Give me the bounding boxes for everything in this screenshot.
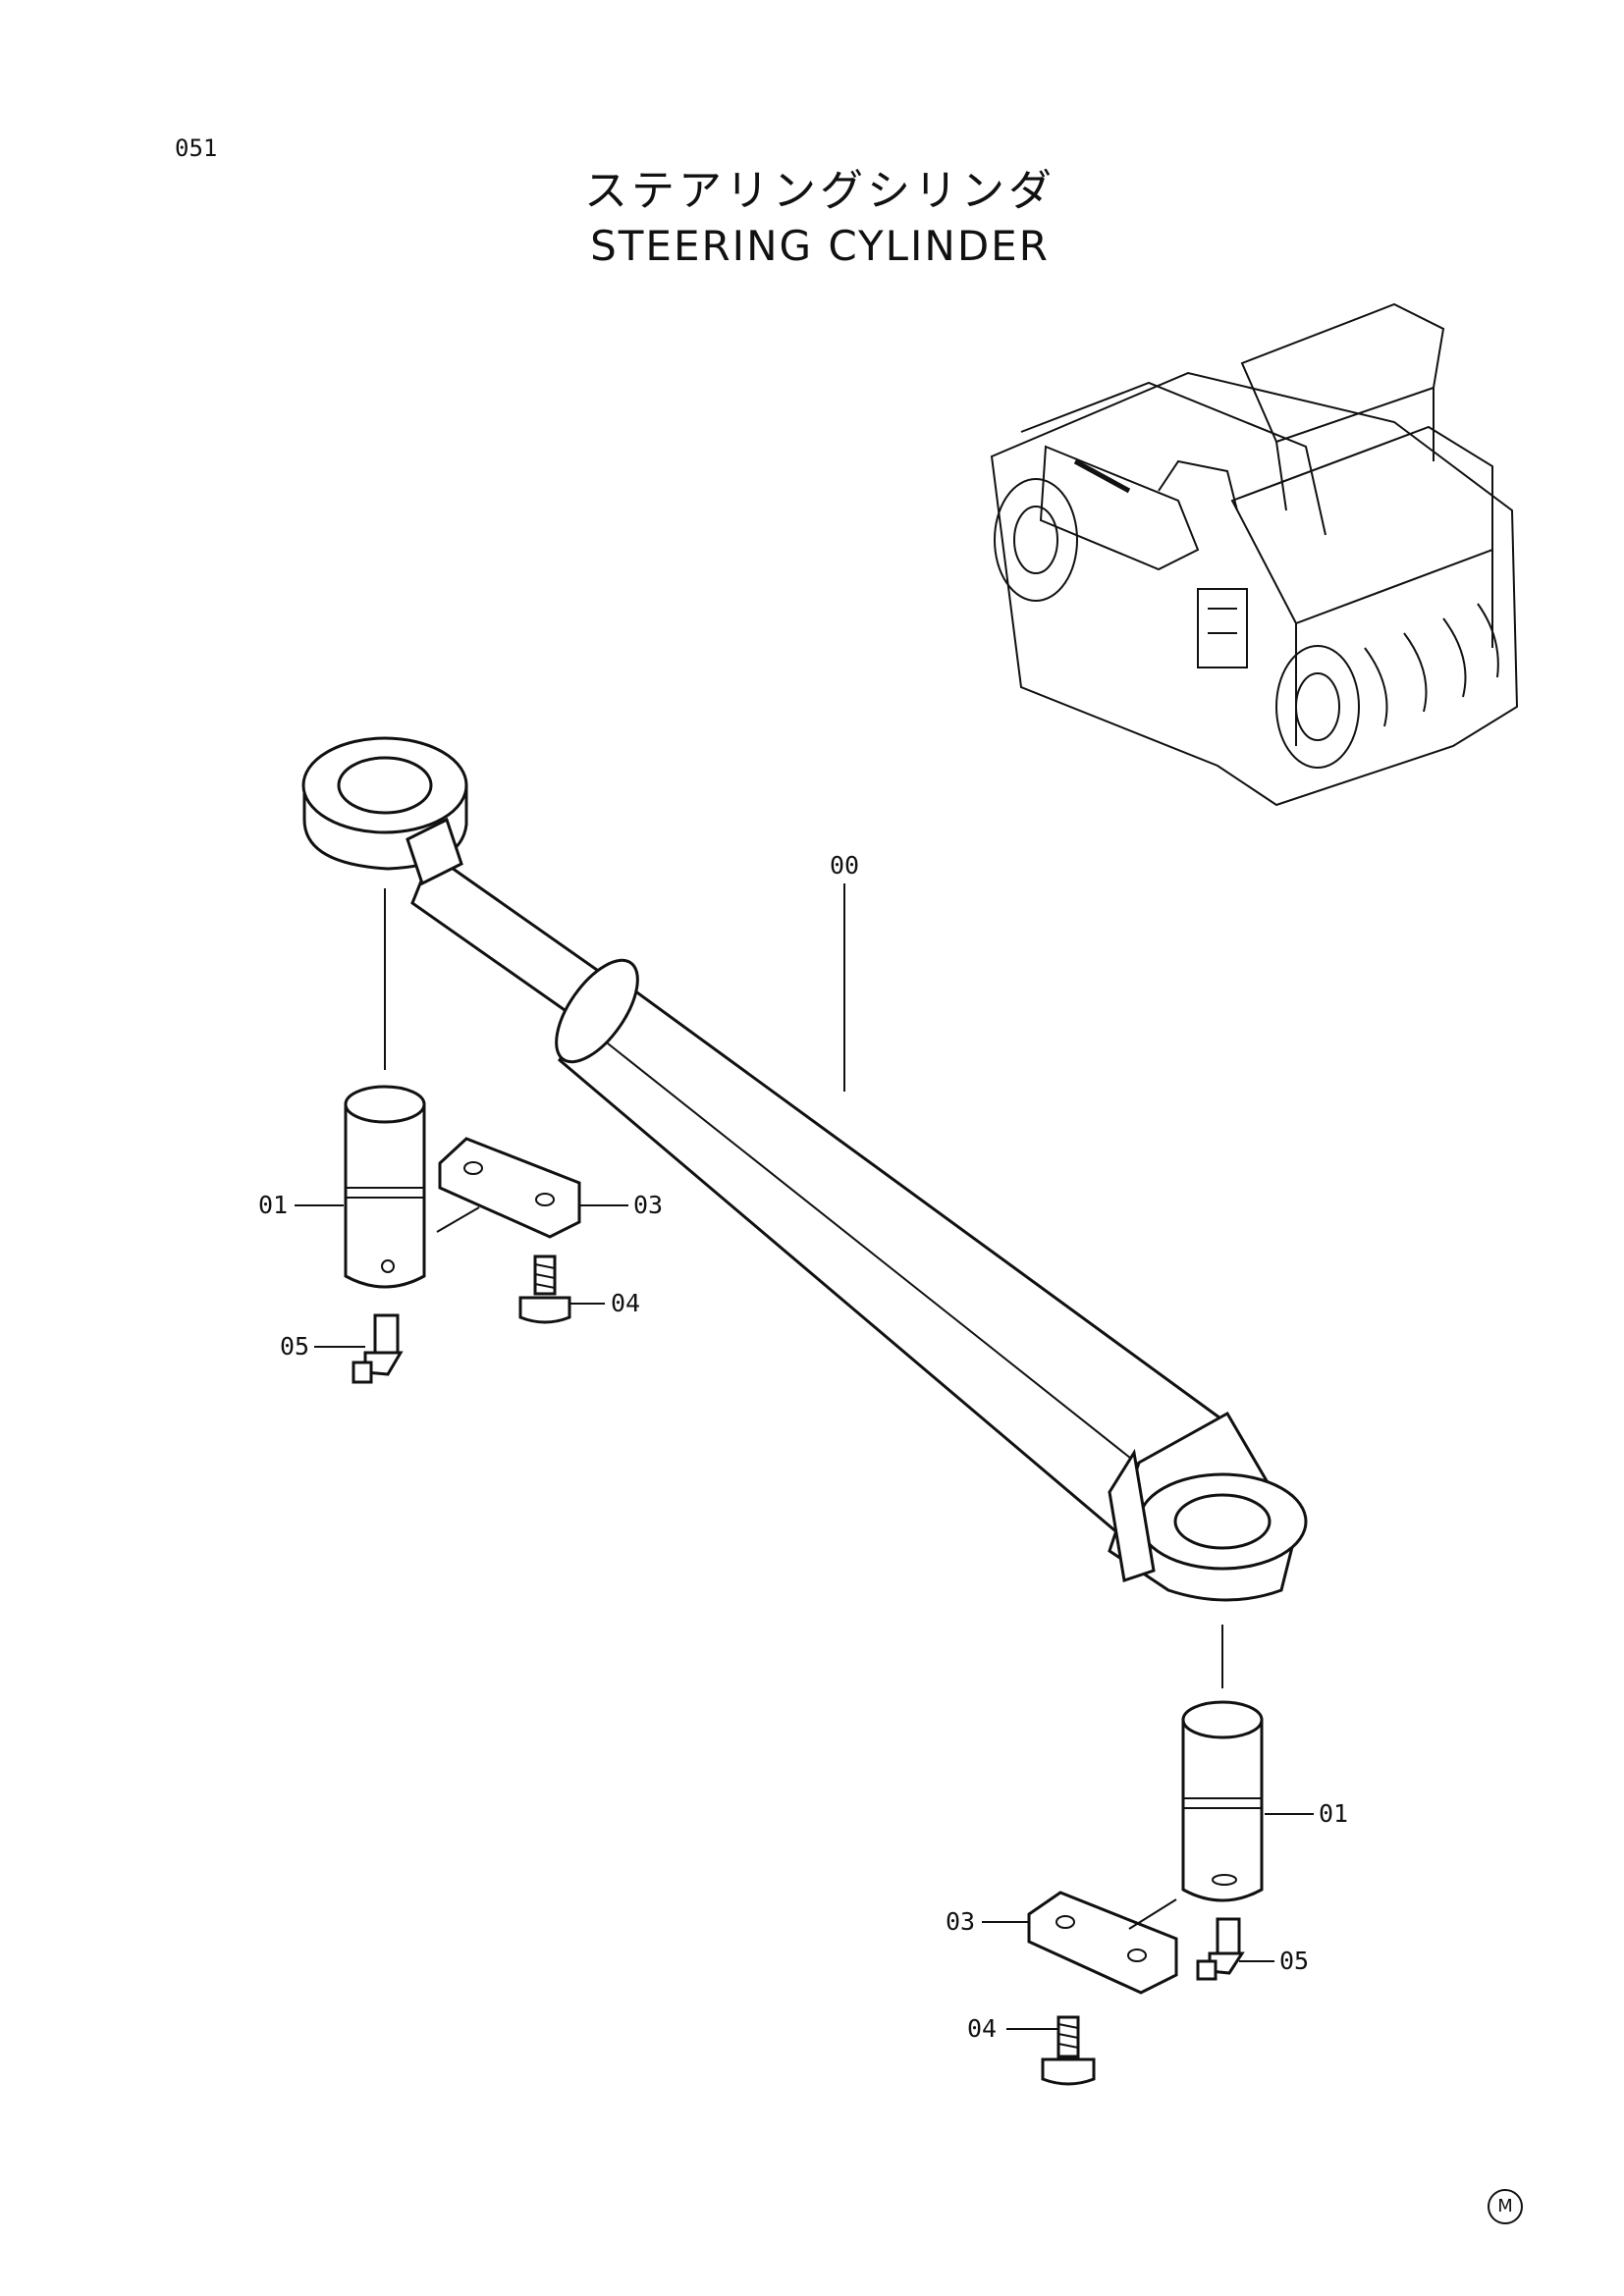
machine-overview-illustration (990, 302, 1519, 807)
left-pin-group (295, 888, 628, 1384)
callout-03-left: 03 (633, 1191, 663, 1219)
callout-04-right: 04 (967, 2014, 997, 2043)
bolt-04-left (518, 1255, 571, 1324)
pin-01-right (1181, 1700, 1264, 1902)
title-block: ステアリングシリンダ STEERING CYLINDER (0, 155, 1624, 270)
callout-03-right: 03 (946, 1907, 975, 1936)
grease-fitting-05-left (352, 1313, 404, 1384)
callout-04-left: 04 (611, 1289, 640, 1317)
callout-00: 00 (830, 851, 859, 880)
steering-cylinder-assembly (301, 736, 1308, 1602)
pin-01-left (344, 1085, 426, 1289)
callout-01-left: 01 (258, 1191, 288, 1219)
title-japanese: ステアリングシリンダ (584, 166, 1056, 216)
corner-mark: M (1488, 2189, 1523, 2224)
grease-fitting-05-right (1196, 1917, 1245, 1981)
bolt-04-right (1041, 2015, 1096, 2086)
callout-01-right: 01 (1319, 1799, 1348, 1828)
callout-05-right: 05 (1279, 1947, 1309, 1975)
callout-05-left: 05 (280, 1332, 309, 1361)
lock-plate-03-left (436, 1137, 581, 1239)
lock-plate-03-right (1027, 1891, 1178, 1995)
right-pin-group (982, 1625, 1314, 2086)
page-number: 051 (175, 134, 218, 162)
title-english: STEERING CYLINDER (590, 222, 1050, 270)
